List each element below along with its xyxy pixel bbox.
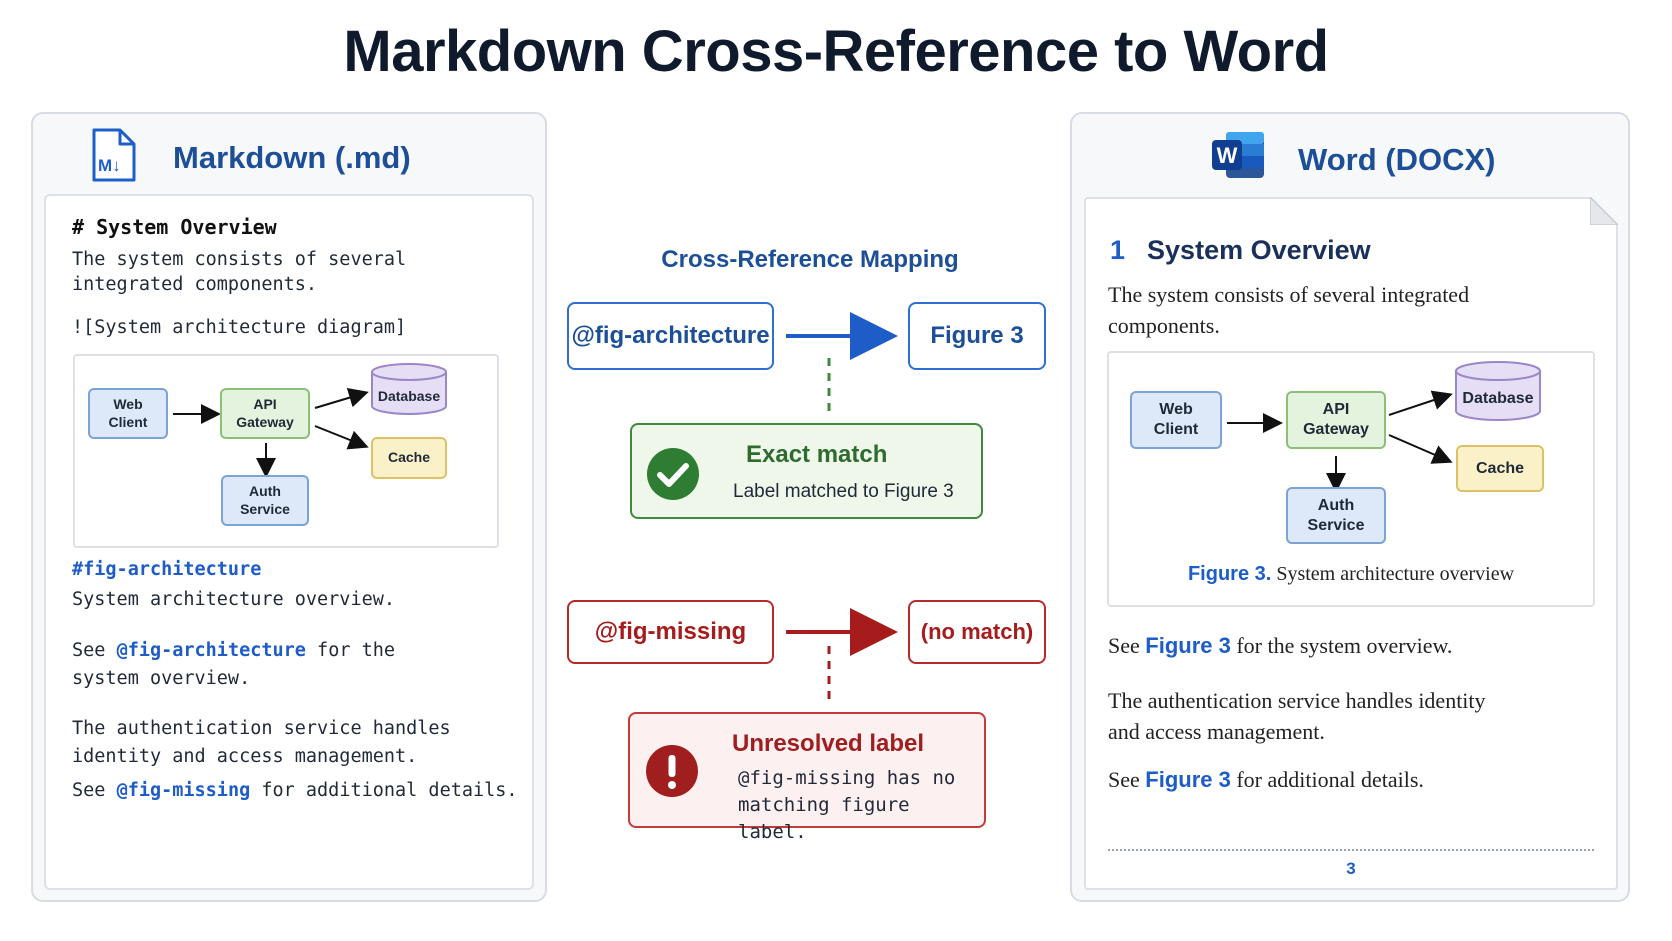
word-para3: See Figure 3 for additional details. (1108, 767, 1424, 792)
md-image-syntax: ![System architecture diagram] (72, 317, 407, 338)
md-figure-caption: System architecture overview. (72, 589, 396, 610)
word-node-database-label: Database (1462, 390, 1534, 407)
unresolved-detail-line2: matching figure label. (738, 794, 910, 843)
word-icon: W (1212, 132, 1264, 178)
caption-figure-label: Figure 3. (1187, 563, 1272, 585)
exact-match-result: Exact match Label matched to Figure 3 (630, 423, 983, 519)
md-para2-line1: The authentication service handles (72, 718, 451, 739)
markdown-file-icon: M↓ (92, 128, 136, 182)
word-intro-line2: components. (1108, 313, 1220, 338)
word-para1: See Figure 3 for the system overview. (1108, 633, 1453, 658)
word-figure-caption: Figure 3. System architecture overview (1187, 563, 1515, 585)
exact-match-detail: Label matched to Figure 3 (733, 481, 954, 502)
mapping-title: Cross-Reference Mapping (661, 246, 959, 273)
exact-match-title: Exact match (746, 441, 888, 468)
page-number: 3 (1346, 859, 1356, 878)
word-diagram-arrows (1227, 361, 1541, 493)
word-node-cache: Cache (1456, 445, 1544, 492)
word-ref-figure3-b[interactable]: Figure 3 (1145, 767, 1231, 792)
match-source-label[interactable]: @fig-architecture (567, 302, 774, 370)
unresolved-detail-line1: @fig-missing has no (738, 767, 956, 789)
word-para2-line1: The authentication service handles ident… (1108, 688, 1486, 713)
md-diagram-arrows (173, 363, 447, 478)
md-node-cache: Cache (371, 437, 447, 479)
word-para2-line2: and access management. (1108, 719, 1325, 744)
miss-source-label[interactable]: @fig-missing (567, 600, 774, 664)
page-title: Markdown Cross-Reference to Word (343, 19, 1329, 84)
md-database-cylinder (371, 363, 447, 415)
md-para2-line2: identity and access management. (72, 746, 418, 767)
unresolved-label-result: Unresolved label @fig-missing has no mat… (628, 712, 986, 843)
svg-text:W: W (1217, 143, 1238, 168)
word-ref-figure3-a[interactable]: Figure 3 (1145, 633, 1231, 658)
word-intro-line1: The system consists of several integrate… (1108, 282, 1470, 307)
md-para3: See @fig-missing for additional details. (72, 780, 518, 801)
md-para1-line1: See @fig-architecture for the (72, 640, 396, 661)
match-target-label[interactable]: Figure 3 (908, 302, 1046, 370)
md-intro-line1: The system consists of several (72, 249, 407, 270)
md-para1-line2: system overview. (72, 668, 251, 689)
word-panel-title: Word (DOCX) (1298, 142, 1496, 177)
markdown-panel-title: Markdown (.md) (173, 140, 411, 175)
md-figure-id: #fig-architecture (72, 559, 262, 580)
md-intro-line2: integrated components. (72, 274, 318, 295)
svg-text:M↓: M↓ (98, 156, 121, 175)
page-fold-corner (1590, 197, 1618, 225)
md-heading: # System Overview (72, 215, 277, 239)
unresolved-label-title: Unresolved label (732, 730, 925, 757)
md-ref-fig-missing[interactable]: @fig-missing (116, 780, 251, 801)
md-node-database-label: Database (377, 388, 441, 404)
markdown-panel: M↓ Markdown (.md) # System Overview The … (31, 112, 547, 902)
word-database-cylinder (1455, 361, 1541, 421)
checkmark-icon (647, 448, 699, 500)
page-footer-divider (1108, 849, 1594, 851)
miss-target-label[interactable]: (no match) (908, 600, 1046, 664)
error-icon (646, 745, 698, 797)
markdown-source: # System Overview The system consists of… (44, 194, 534, 890)
md-ref-fig-architecture[interactable]: @fig-architecture (116, 640, 306, 661)
